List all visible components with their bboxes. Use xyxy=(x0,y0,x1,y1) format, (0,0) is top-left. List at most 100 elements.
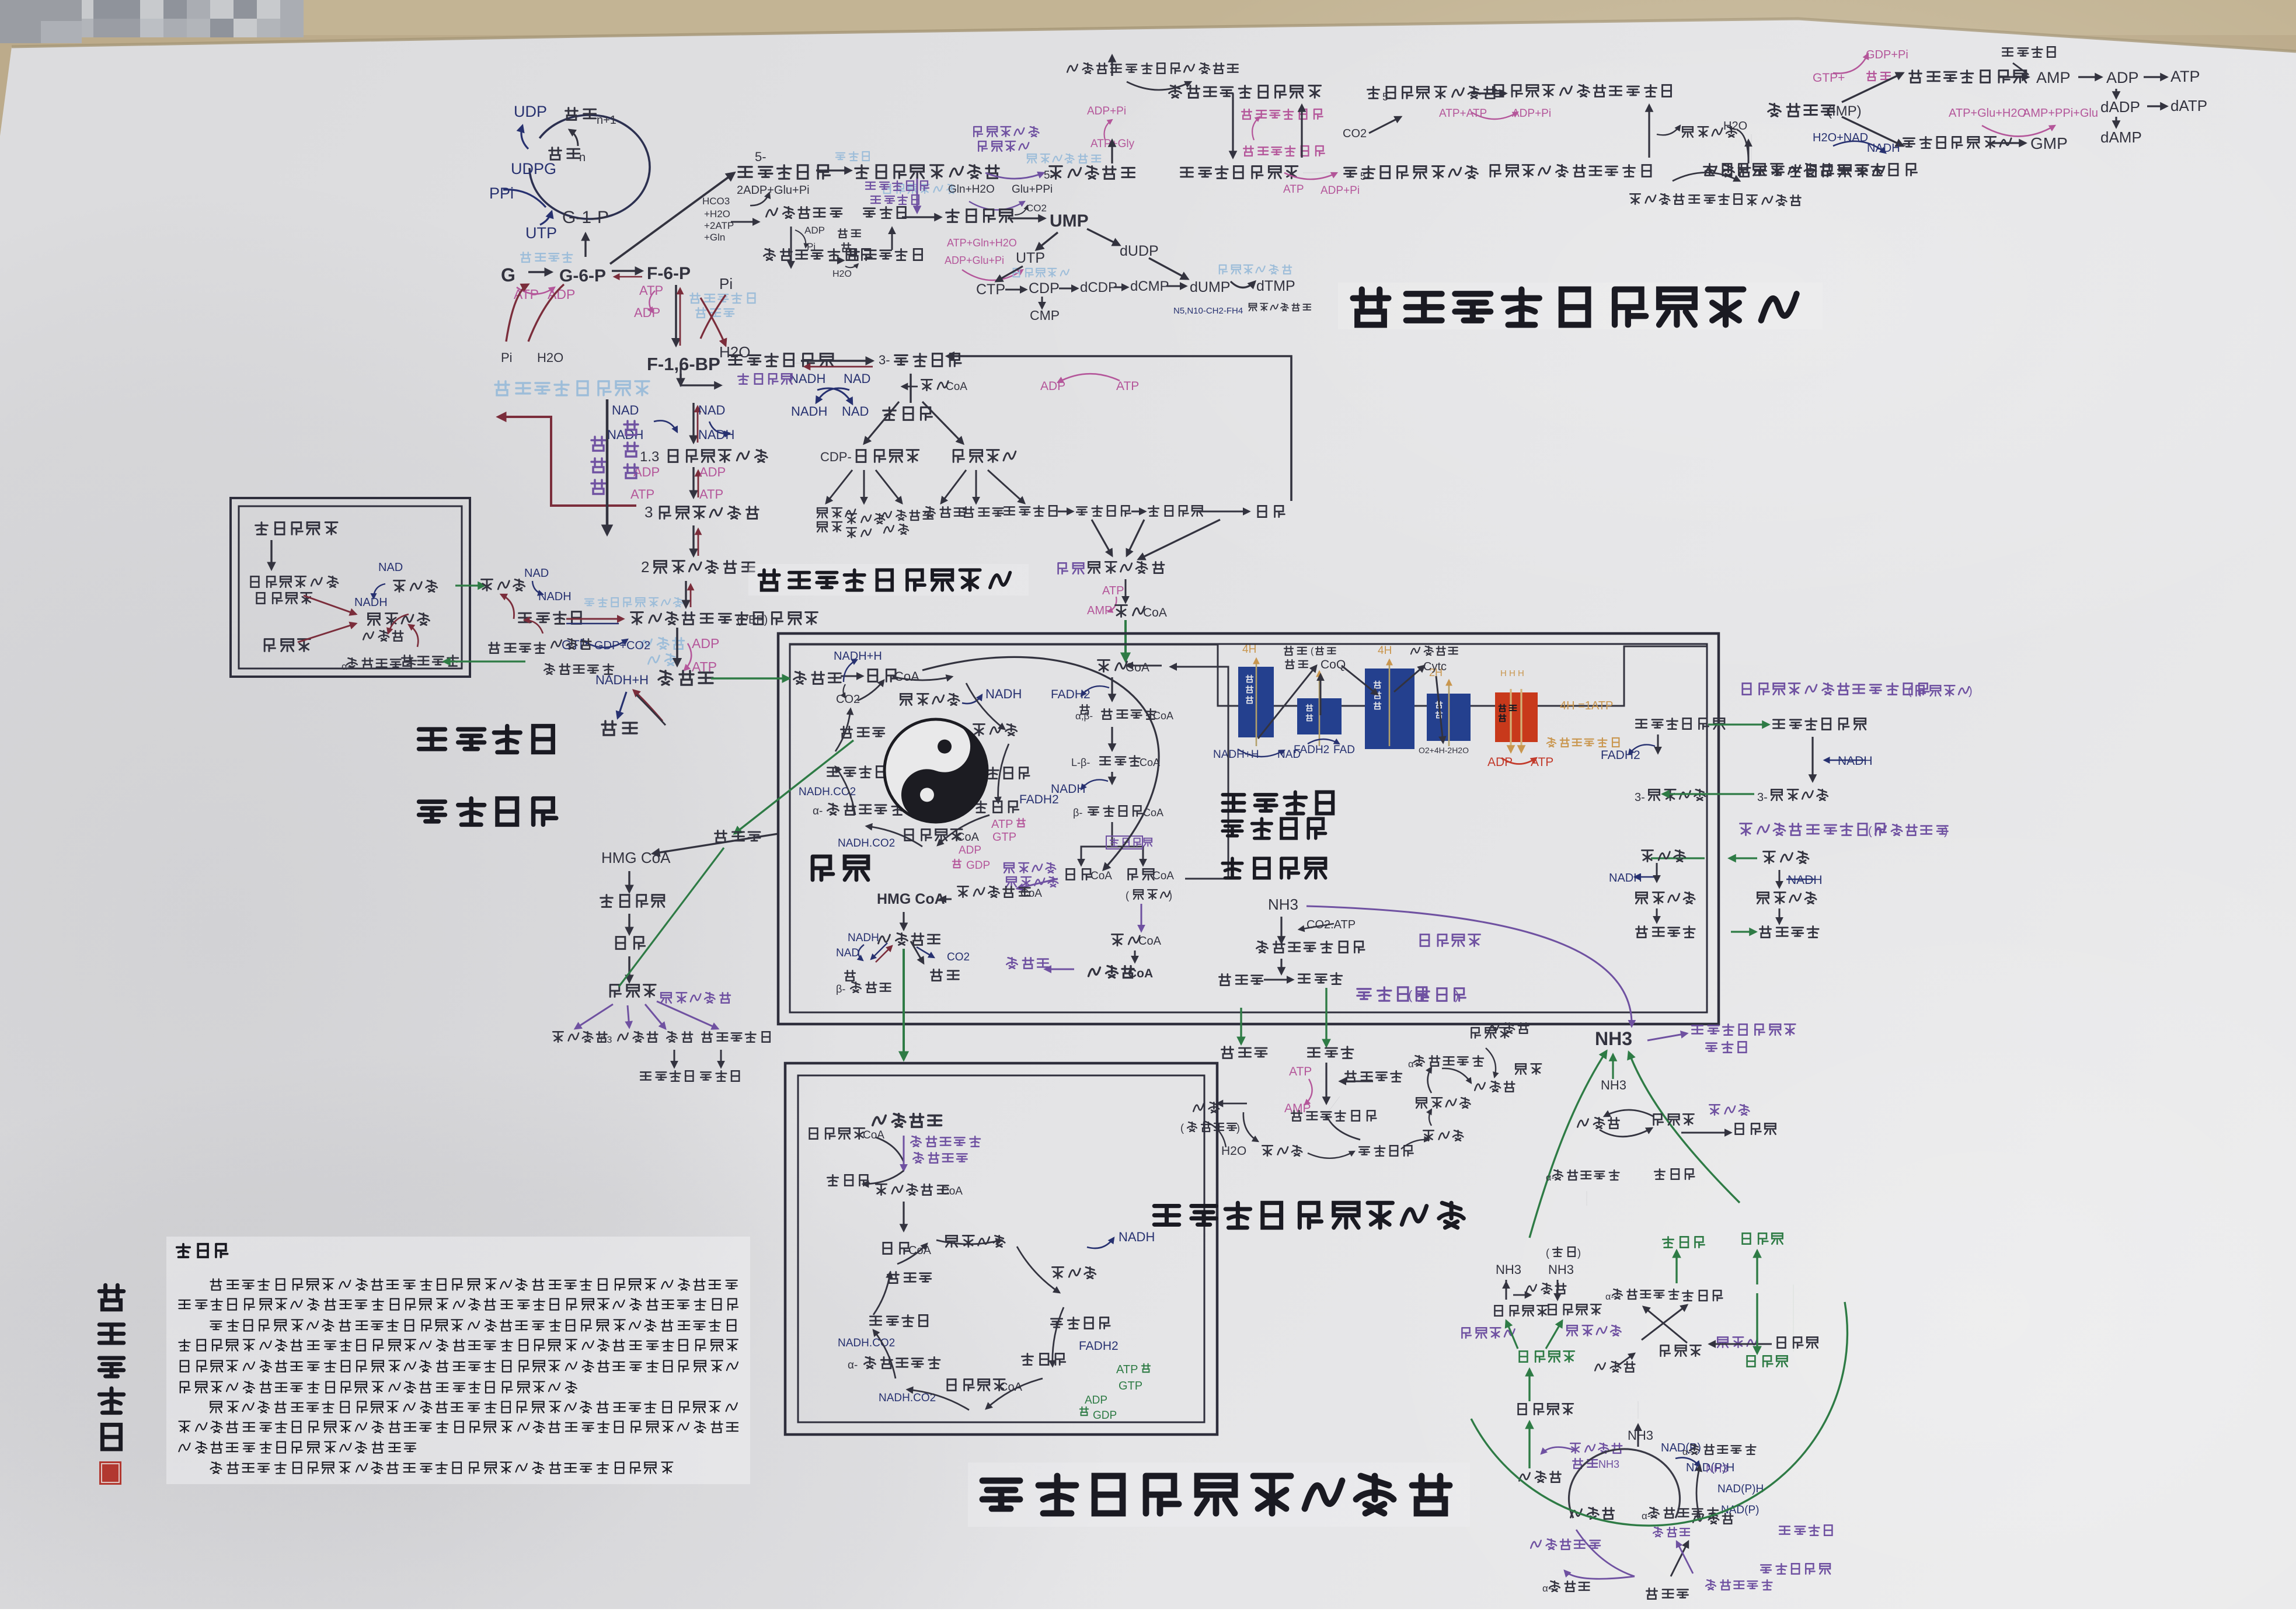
svg-text:dCDP: dCDP xyxy=(1080,280,1117,295)
svg-text:G: G xyxy=(501,264,515,286)
svg-text:NADH+H: NADH+H xyxy=(595,673,649,687)
svg-text:D3: D3 xyxy=(600,1035,612,1045)
svg-text:H2O: H2O xyxy=(832,269,852,279)
svg-text:H2O: H2O xyxy=(1221,1144,1246,1158)
svg-text:ADP+Pi: ADP+Pi xyxy=(1512,107,1551,120)
svg-text:(: ( xyxy=(1868,825,1872,838)
svg-text:Pi: Pi xyxy=(807,241,816,252)
svg-text:CoA: CoA xyxy=(1143,606,1167,619)
svg-text:(PEP): (PEP) xyxy=(737,614,768,626)
svg-text:ADP: ADP xyxy=(1040,380,1065,393)
svg-text:): ) xyxy=(1169,890,1172,901)
svg-text:NADH: NADH xyxy=(1051,782,1086,796)
svg-text:CoA: CoA xyxy=(1020,887,1042,900)
svg-text:): ) xyxy=(1236,1122,1240,1134)
svg-text:ADP: ADP xyxy=(692,636,719,651)
svg-text:F-6-P: F-6-P xyxy=(647,264,691,283)
svg-text:dTMP: dTMP xyxy=(1256,278,1295,294)
svg-text:ADP: ADP xyxy=(804,225,825,236)
svg-text:GTP+: GTP+ xyxy=(1813,71,1845,85)
svg-text:5-: 5- xyxy=(755,149,767,164)
svg-text:FADH2: FADH2 xyxy=(1601,748,1640,762)
svg-text:α-: α- xyxy=(1682,1447,1691,1457)
svg-text:CO2: CO2 xyxy=(836,693,860,706)
svg-text:(IMP): (IMP) xyxy=(1827,103,1862,119)
svg-text:ADP+Pi: ADP+Pi xyxy=(1321,184,1360,197)
svg-text:ATP: ATP xyxy=(1283,183,1304,196)
svg-text:NADH: NADH xyxy=(1838,754,1873,768)
svg-text:—: — xyxy=(1895,139,1905,151)
svg-text:α-: α- xyxy=(1642,1510,1651,1522)
svg-text:NADH: NADH xyxy=(354,596,388,609)
svg-text:NADH+H: NADH+H xyxy=(1213,748,1259,761)
svg-text:β-: β- xyxy=(836,983,845,995)
svg-text:ADP: ADP xyxy=(1085,1394,1107,1406)
svg-text:Pi: Pi xyxy=(501,350,513,365)
svg-text:NADH: NADH xyxy=(791,404,827,419)
svg-text:CoA: CoA xyxy=(999,1381,1023,1394)
svg-text:ATP: ATP xyxy=(1289,1065,1312,1078)
svg-text:5-: 5- xyxy=(1044,169,1054,182)
svg-text:CMP: CMP xyxy=(1030,308,1060,323)
svg-text:NADH: NADH xyxy=(538,590,572,603)
svg-text:AMP+PPi+Glu: AMP+PPi+Glu xyxy=(2023,107,2098,120)
svg-text:NADH: NADH xyxy=(848,932,879,944)
svg-text:Cytc: Cytc xyxy=(1423,660,1447,673)
svg-text:ATP: ATP xyxy=(1531,755,1553,769)
svg-text:CO2: CO2 xyxy=(947,951,970,963)
svg-text:L-β-: L-β- xyxy=(1071,757,1090,768)
svg-text:4H: 4H xyxy=(1378,645,1392,657)
svg-text:ADP: ADP xyxy=(699,465,726,479)
svg-text:α-: α- xyxy=(342,661,351,672)
svg-text:UDPG: UDPG xyxy=(511,160,556,177)
svg-text:ATP+Gln+H2O: ATP+Gln+H2O xyxy=(947,237,1017,249)
svg-text:2H: 2H xyxy=(1429,667,1443,678)
svg-text:NADH+H: NADH+H xyxy=(834,650,882,663)
svg-text:H2O+NAD: H2O+NAD xyxy=(1813,131,1868,144)
svg-text:dATP: dATP xyxy=(2170,97,2207,114)
svg-text:PPi: PPi xyxy=(489,184,514,202)
svg-text:ATP: ATP xyxy=(630,487,654,502)
svg-text:CoA: CoA xyxy=(946,381,967,393)
svg-text:ATP: ATP xyxy=(699,487,723,502)
svg-text:N5,N10-CH2-FH4: N5,N10-CH2-FH4 xyxy=(1173,306,1243,316)
svg-text:FADH2: FADH2 xyxy=(1051,688,1090,701)
svg-text:ATP: ATP xyxy=(1116,1363,1138,1376)
svg-text:NAD: NAD xyxy=(844,371,870,386)
svg-text:GTP: GTP xyxy=(1119,1380,1142,1392)
svg-text:HMG CoA: HMG CoA xyxy=(601,849,671,866)
svg-text:CoQ: CoQ xyxy=(1321,658,1346,671)
svg-text:H2O: H2O xyxy=(537,350,563,365)
svg-text:Pi: Pi xyxy=(719,275,733,293)
svg-text:NADH: NADH xyxy=(1119,1230,1155,1244)
svg-text:CoA: CoA xyxy=(1153,710,1173,722)
svg-text:AMP: AMP xyxy=(1087,604,1112,617)
svg-text:n: n xyxy=(579,151,586,164)
svg-text:O2+4H-2H2O: O2+4H-2H2O xyxy=(1419,746,1469,755)
svg-text:CoA: CoA xyxy=(894,669,919,684)
svg-text:dUMP: dUMP xyxy=(1190,279,1230,295)
svg-text:NAD(P)H: NAD(P)H xyxy=(1717,1483,1764,1495)
svg-text:4H =1ATP: 4H =1ATP xyxy=(1560,699,1613,712)
svg-text:UDP: UDP xyxy=(514,103,547,120)
svg-text:H2O: H2O xyxy=(1723,120,1747,133)
svg-text:GDP+CO2: GDP+CO2 xyxy=(594,639,650,652)
svg-text:NAD: NAD xyxy=(612,403,639,417)
svg-text:NAD: NAD xyxy=(378,561,403,574)
svg-text:): ) xyxy=(1577,1247,1581,1259)
svg-text:α,β-: α,β- xyxy=(1075,711,1093,722)
svg-text:α-: α- xyxy=(1408,1059,1417,1070)
svg-text:CO2: CO2 xyxy=(1026,203,1047,214)
svg-text:CTP: CTP xyxy=(976,281,1005,298)
svg-text:GDP: GDP xyxy=(1093,1409,1117,1422)
svg-text:CoA: CoA xyxy=(1090,870,1112,882)
svg-text:G-1-P: G-1-P xyxy=(562,208,609,227)
svg-text:NH3: NH3 xyxy=(1706,1463,1728,1475)
svg-text:+H2O: +H2O xyxy=(704,208,730,220)
svg-text:α-: α- xyxy=(1546,1173,1555,1183)
svg-text:CoA: CoA xyxy=(1152,870,1174,882)
svg-text:AMP: AMP xyxy=(2036,69,2071,86)
svg-text:ATP: ATP xyxy=(1116,380,1139,393)
svg-text:3-: 3- xyxy=(1757,791,1768,804)
svg-text:ADP: ADP xyxy=(1487,755,1513,769)
